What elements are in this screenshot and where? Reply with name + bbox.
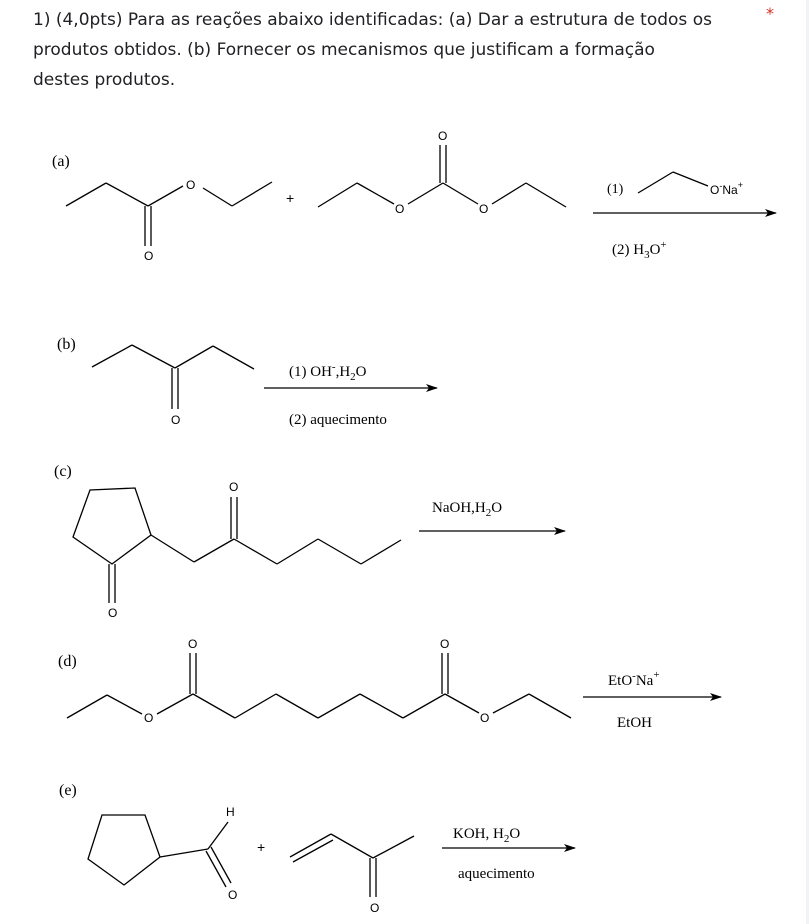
required-asterisk: * — [766, 4, 774, 23]
solvent-d: EtOH — [617, 715, 652, 731]
reagent-d: EtO-Na+ — [608, 669, 660, 689]
reaction-a: (a) O O + O O O — [52, 129, 777, 263]
scrollbar-track — [806, 0, 809, 924]
question-line-2: produtos obtidos. (b) Fornecer os mecani… — [33, 40, 655, 60]
reaction-d: (d) O O O O EtO-Na+ EtOH — [58, 637, 722, 731]
reaction-b: (b) O (1) OH-,H2O (2) aquecimento — [57, 336, 438, 428]
reaction-d-label: (d) — [58, 653, 77, 670]
step-1-number: (1) — [607, 182, 624, 197]
oxygen-atom: O — [438, 129, 447, 143]
oxygen-atom: O — [144, 249, 153, 263]
reagent-e: KOH, H2O — [453, 826, 520, 845]
oxygen-atom: O — [370, 901, 379, 915]
reagent-b-step2: (2) aquecimento — [289, 412, 387, 428]
cyclopentanecarbaldehyde-structure: H O — [87, 805, 237, 902]
oxygen-atom: O — [188, 637, 197, 651]
oxygen-atom: O — [144, 711, 153, 725]
diethyl-diester-structure: O O O O — [66, 637, 572, 725]
oxygen-atom: O — [171, 413, 180, 427]
reagent-a-step2: (2) H3O+ — [612, 239, 667, 261]
hydrogen-atom: H — [226, 805, 235, 819]
oxygen-atom: O — [480, 711, 489, 725]
oxygen-atom: O — [440, 637, 449, 651]
diethyl-carbonate-structure: O O O — [317, 129, 567, 216]
oxygen-atom: O — [395, 202, 404, 216]
reaction-a-label: (a) — [52, 153, 70, 170]
sodium-counterion: Na — [722, 183, 738, 197]
oxygen-atom: O — [479, 202, 488, 216]
question-line-1: 1) (4,0pts) Para as reações abaixo ident… — [33, 10, 712, 30]
oxygen-atom: O — [108, 606, 117, 620]
reaction-c-label: (c) — [54, 463, 72, 480]
oxygen-atom: O — [228, 888, 237, 902]
reagent-c: NaOH,H2O — [432, 500, 502, 519]
reagent-a-step1: (1) O-Na+ — [607, 171, 743, 197]
plus-sign: + — [286, 190, 294, 206]
diketone-cyclopentanone-structure: O O — [72, 480, 402, 620]
methyl-vinyl-ketone-structure: O — [289, 833, 415, 915]
pentan-3-one-structure: O — [91, 344, 255, 427]
svg-text:O-Na+: O-Na+ — [710, 180, 743, 197]
ethyl-propanoate-structure: O O — [65, 178, 273, 263]
reaction-e-label: (e) — [59, 782, 77, 799]
question-line-3: destes produtos. — [33, 70, 176, 90]
reagent-b-step1: (1) OH-,H2O — [289, 361, 367, 383]
oxygen-atom: O — [186, 178, 195, 192]
oxygen-atom: O — [229, 480, 238, 494]
reaction-c: (c) O O NaOH,H2O — [54, 463, 566, 620]
negative-charge: - — [719, 181, 722, 191]
reaction-e: (e) H O + O KOH, H2O aquecimento — [59, 782, 576, 915]
question-text: 1) (4,0pts) Para as reações abaixo ident… — [33, 5, 753, 95]
ethoxide-oxygen: O — [710, 183, 719, 197]
plus-sign: + — [257, 839, 265, 855]
condition-e: aquecimento — [458, 866, 535, 882]
positive-charge: + — [738, 180, 743, 190]
reaction-b-label: (b) — [57, 336, 76, 353]
